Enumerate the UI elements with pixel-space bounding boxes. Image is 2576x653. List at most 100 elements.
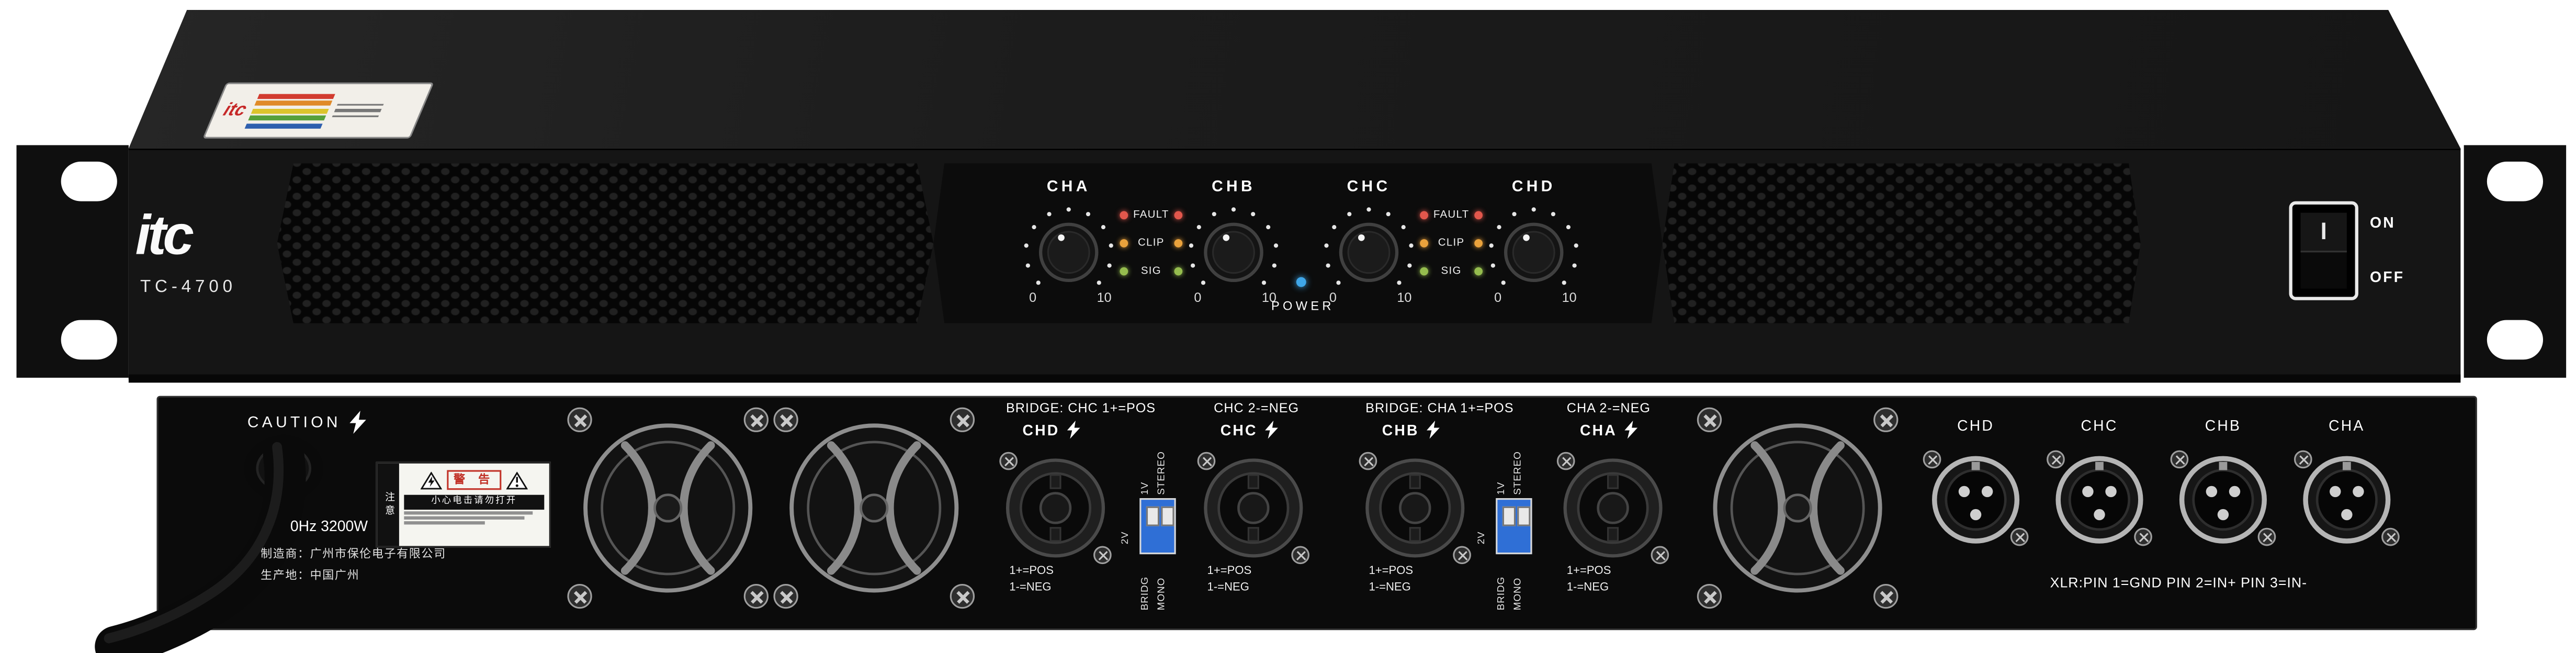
xlr-connector-chd [1923,447,2029,553]
screw-icon [743,583,769,609]
screw-icon [999,452,1018,470]
fan-icon [583,423,753,593]
knob-scale-max: 10 [1261,290,1276,306]
dip-block [1496,498,1532,555]
vent-grille-left [277,163,934,323]
bridge-note: CHC 2-=NEG [1214,401,1300,416]
sticker-line [336,103,384,106]
dip-label: 2V [1477,531,1488,545]
screw-icon [1291,546,1310,565]
knob-scale-max: 10 [1562,290,1577,306]
fault-row: FAULT [1420,208,1483,222]
sig-led-icon [1174,267,1183,276]
chassis-top-surface: itc [128,9,2461,149]
sticker-fineprint [331,103,384,118]
clip-led-icon [1174,239,1183,247]
knob-scale-max: 10 [1097,290,1112,306]
sig-row: SIG [1120,264,1183,278]
fault-led-icon [1474,211,1483,220]
fineprint-line [404,516,525,520]
sticker-line [331,115,379,118]
gain-knob [1324,207,1414,285]
shock-triangle-icon [420,471,442,489]
led-label: CLIP [1138,237,1165,250]
sticker-bar [251,108,329,113]
dip-label: MONO [1157,577,1168,611]
vent-grille-right [1662,163,2141,323]
led-label: SIG [1441,265,1462,277]
channel-label: CHC [1220,421,1258,438]
pos-line: 1+=POS [1566,566,1611,578]
power-switch [2289,201,2358,300]
gain-knob [1024,207,1113,285]
knob-scale-min: 0 [1329,290,1337,306]
channel-chb-control: CHB 0 10 [1181,178,1286,313]
fault-led-icon [1120,211,1128,220]
led-indicators-ab: FAULT CLIP SIG [1120,208,1183,279]
gain-knob [1489,207,1578,285]
caution-text: CAUTION [247,413,341,432]
rack-mount-hole [2487,161,2544,201]
fault-led-icon [1420,211,1428,220]
speakon-channel-chd: CHD [1022,420,1080,439]
speakon-connector-chb [1359,452,1471,565]
screw-icon [567,407,592,432]
screw-icon [1873,407,1899,432]
lightning-bolt-icon [349,410,366,434]
screw-icon [1453,546,1471,565]
clip-led-icon [1420,239,1428,247]
bridge-note: BRIDGE: CHC 1+=POS [1005,401,1156,416]
mode-dip-switch-1: 1V STEREO 2V BRIDG MONO [1120,442,1195,627]
speakon-connector-chc [1197,452,1310,565]
fan-icon [1713,423,1882,593]
fan-grille [1696,406,1900,610]
lightning-bolt-icon [1264,420,1278,439]
sticker-bar [254,100,332,106]
screw-icon [773,583,798,609]
rack-ear-left [16,145,129,378]
dip-label: 2V [1121,531,1132,545]
sticker-line [334,109,381,112]
rack-mount-hole [2487,320,2544,360]
channel-cha-control: CHA 0 10 [1016,178,1122,313]
screw-icon [2010,527,2029,546]
neg-line: 1-=NEG [1566,582,1609,594]
neg-line: 1-=NEG [1207,582,1249,594]
fault-row: FAULT [1120,208,1183,222]
screw-icon [1873,583,1899,609]
origin-line: 生产地：中国广州 [261,570,360,582]
xlr-icon [2303,456,2391,544]
warning-fineprint [404,510,544,527]
screw-icon [950,583,975,609]
pos-line: 1+=POS [1009,566,1054,578]
xlr-channel-label: CHD [1957,417,1995,434]
dip-label: BRIDG [1141,576,1151,611]
sig-led-icon [1474,267,1483,276]
model-number: TC-4700 [140,277,236,297]
led-indicators-cd: FAULT CLIP SIG [1420,208,1483,279]
polarity-note: 1+=POS 1-=NEG [1567,564,1611,598]
xlr-pinout-note: XLR:PIN 1=GND PIN 2=IN+ PIN 3=IN- [2050,574,2308,591]
lightning-bolt-icon [1623,420,1637,439]
speakon-channel-chb: CHB [1382,420,1439,439]
pos-line: 1+=POS [1207,566,1252,578]
led-label: FAULT [1433,209,1470,221]
manufacturer-line: 制造商：广州市保伦电子有限公司 [261,549,446,561]
power-label: POWER [1271,298,1335,313]
screw-icon [2257,527,2276,546]
mode-dip-switch-2: 1V STEREO 2V BRIDG MONO [1476,442,1552,627]
neg-line: 1-=NEG [1009,582,1052,594]
sticker-bar [257,93,335,98]
clip-row: CLIP [1420,236,1483,251]
warning-main: 警 告 小心电击请勿打开 [399,464,549,546]
xlr-connector-chc [2047,447,2152,553]
switch-on-label: ON [2369,214,2396,231]
screw-icon [2293,450,2312,469]
dip-label: MONO [1513,577,1524,611]
screw-icon [1651,546,1669,565]
channel-label: CHA [1579,421,1617,438]
screw-icon [1697,583,1722,609]
